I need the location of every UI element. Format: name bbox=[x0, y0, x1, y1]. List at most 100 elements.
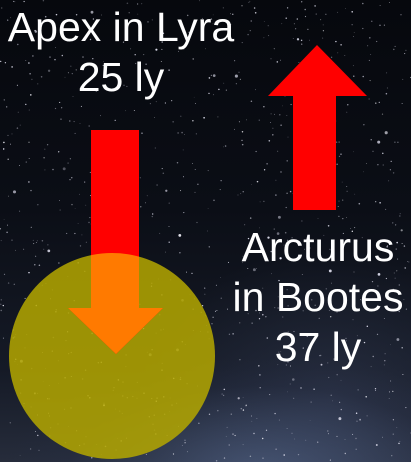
star bbox=[390, 344, 391, 346]
star bbox=[274, 412, 276, 415]
star bbox=[28, 109, 30, 111]
star bbox=[320, 19, 322, 21]
star bbox=[62, 167, 66, 171]
star bbox=[270, 250, 272, 253]
star bbox=[280, 239, 282, 241]
star bbox=[286, 289, 288, 291]
star bbox=[223, 82, 225, 84]
star bbox=[155, 48, 158, 51]
star bbox=[379, 5, 381, 6]
star bbox=[182, 176, 185, 178]
star bbox=[247, 313, 249, 315]
star bbox=[178, 50, 180, 52]
star bbox=[247, 237, 250, 240]
star bbox=[400, 229, 403, 232]
star bbox=[256, 418, 258, 419]
arcturus-label: Arcturus in Bootes 37 ly bbox=[222, 222, 411, 372]
star bbox=[88, 221, 90, 224]
star bbox=[338, 141, 340, 143]
star bbox=[322, 30, 325, 32]
star bbox=[338, 200, 340, 202]
star bbox=[310, 298, 313, 301]
star bbox=[162, 32, 165, 35]
star bbox=[217, 116, 219, 118]
star bbox=[342, 232, 344, 234]
star bbox=[71, 73, 73, 75]
star bbox=[339, 401, 341, 403]
star bbox=[10, 33, 12, 35]
star bbox=[278, 279, 280, 282]
star bbox=[255, 89, 256, 91]
star bbox=[228, 444, 230, 446]
star bbox=[49, 56, 51, 58]
star bbox=[6, 231, 8, 234]
star bbox=[60, 118, 62, 120]
star bbox=[249, 217, 252, 219]
star bbox=[242, 444, 244, 446]
star bbox=[32, 239, 34, 241]
star bbox=[250, 20, 252, 22]
star bbox=[253, 7, 256, 9]
star bbox=[278, 351, 280, 353]
star bbox=[353, 271, 355, 273]
star bbox=[293, 23, 295, 25]
star bbox=[184, 134, 185, 136]
star bbox=[342, 217, 344, 220]
star bbox=[248, 1, 250, 3]
star bbox=[279, 114, 281, 116]
star bbox=[287, 305, 289, 307]
star bbox=[230, 13, 232, 15]
star bbox=[178, 234, 182, 237]
star bbox=[399, 215, 401, 217]
star bbox=[363, 341, 366, 344]
star bbox=[0, 240, 2, 242]
star bbox=[126, 85, 128, 87]
star bbox=[296, 38, 300, 41]
star bbox=[338, 417, 342, 421]
star bbox=[314, 304, 316, 307]
star bbox=[351, 11, 353, 13]
star bbox=[280, 124, 282, 126]
star bbox=[351, 230, 353, 232]
star bbox=[258, 119, 261, 121]
star bbox=[223, 388, 226, 391]
star bbox=[244, 224, 246, 226]
star bbox=[74, 232, 76, 235]
star bbox=[286, 7, 289, 9]
star bbox=[390, 380, 392, 382]
arcturus-distance: 37 ly bbox=[274, 324, 362, 370]
star bbox=[345, 344, 347, 346]
star bbox=[325, 288, 327, 290]
apex-label: Apex in Lyra 25 ly bbox=[0, 2, 242, 102]
star bbox=[168, 69, 170, 71]
star bbox=[369, 37, 371, 39]
star bbox=[392, 419, 395, 421]
star bbox=[210, 18, 213, 20]
star bbox=[220, 277, 221, 278]
star bbox=[317, 441, 319, 443]
star bbox=[234, 60, 236, 62]
star bbox=[134, 53, 136, 56]
star bbox=[232, 13, 234, 15]
star bbox=[355, 412, 358, 414]
star bbox=[0, 299, 2, 301]
star bbox=[230, 413, 232, 415]
star bbox=[161, 168, 163, 170]
star bbox=[397, 258, 399, 260]
star bbox=[362, 302, 364, 304]
star bbox=[327, 362, 329, 364]
star bbox=[79, 123, 81, 124]
star bbox=[207, 208, 209, 209]
star bbox=[327, 433, 329, 435]
star bbox=[280, 351, 282, 353]
star bbox=[19, 455, 21, 456]
star bbox=[388, 180, 390, 182]
star bbox=[262, 457, 264, 459]
star bbox=[92, 18, 95, 20]
star bbox=[43, 157, 45, 159]
star bbox=[2, 337, 4, 339]
star bbox=[266, 163, 268, 165]
star bbox=[298, 62, 300, 63]
star bbox=[37, 83, 39, 85]
star bbox=[322, 37, 324, 39]
